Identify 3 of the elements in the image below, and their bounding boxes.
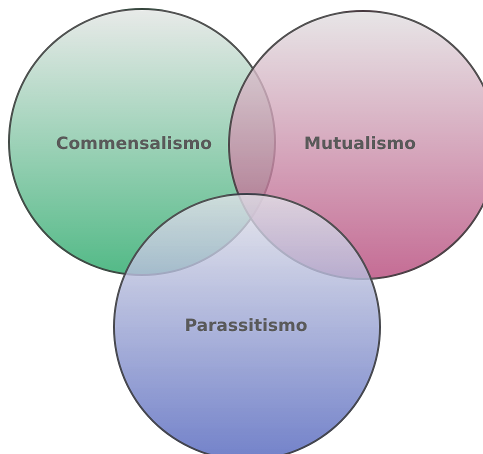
circle-label: Mutualismo (304, 134, 416, 154)
circle-label: Parassitismo (184, 316, 308, 336)
circle-label: Commensalismo (56, 134, 212, 154)
